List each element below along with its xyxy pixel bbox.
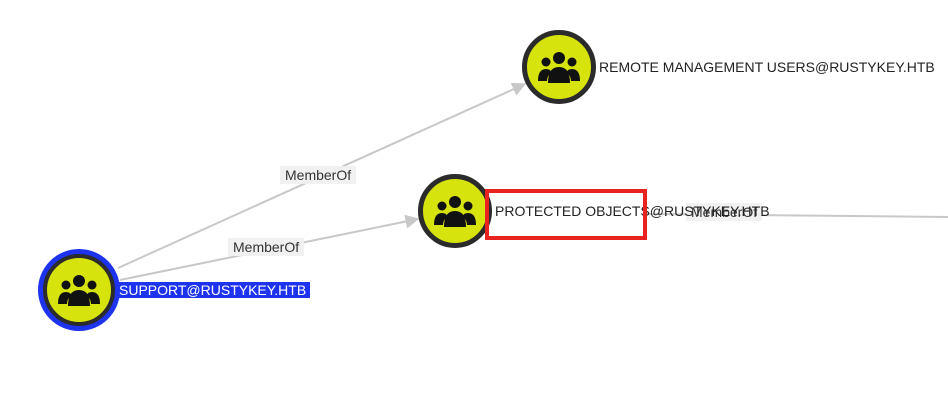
edge-label-memberof: MemberOf bbox=[228, 238, 305, 256]
group-icon bbox=[434, 196, 476, 227]
highlight-box bbox=[485, 189, 647, 240]
edge-label-memberof: MemberOf bbox=[686, 203, 763, 221]
node-remote-management-users[interactable] bbox=[522, 30, 596, 104]
group-icon bbox=[58, 275, 100, 306]
group-icon bbox=[538, 52, 580, 83]
node-protected-objects[interactable] bbox=[418, 174, 492, 248]
node-label-protected-objects[interactable]: PROTECTED OBJECTS@RUSTYKEY.HTB bbox=[495, 203, 770, 219]
edge-label-memberof: MemberOf bbox=[280, 166, 357, 184]
node-label-support[interactable]: SUPPORT@RUSTYKEY.HTB bbox=[115, 282, 311, 298]
node-label-remote-management-users[interactable]: REMOTE MANAGEMENT USERS@RUSTYKEY.HTB bbox=[599, 59, 935, 75]
node-support[interactable] bbox=[43, 254, 115, 326]
